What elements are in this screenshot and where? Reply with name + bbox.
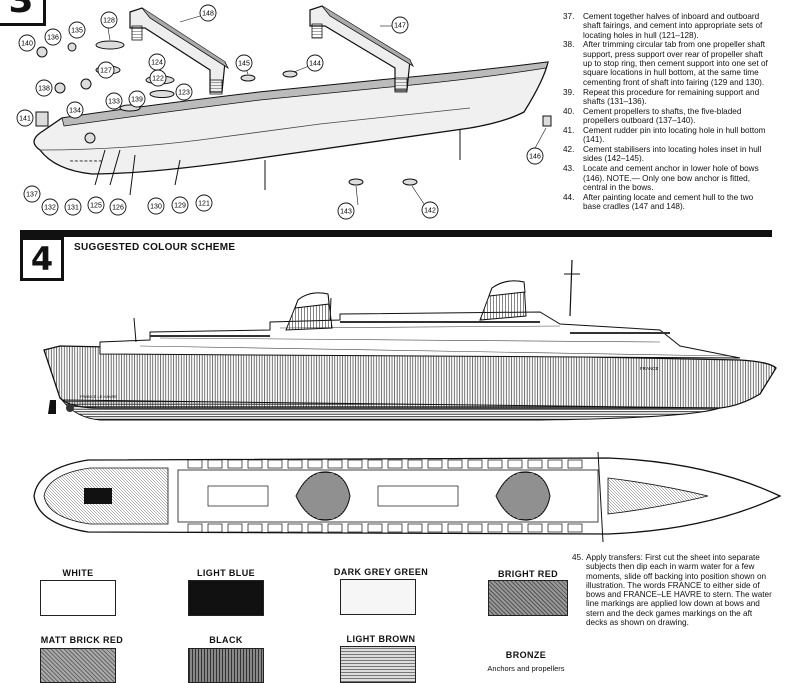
section-title: SUGGESTED COLOUR SCHEME	[74, 242, 236, 253]
colour-label-bright-red: BRIGHT RED	[498, 569, 558, 579]
cradle-147	[309, 5, 414, 93]
colour-swatch-white	[40, 580, 116, 616]
step-3-box: 3	[0, 0, 46, 26]
svg-text:142: 142	[424, 208, 436, 215]
colour-label-white: WHITE	[62, 568, 94, 578]
step-3-number: 3	[8, 0, 34, 21]
colour-label-dark-grey-green: DARK GREY GREEN	[333, 567, 429, 577]
bow-name-marking: FRANCE	[640, 366, 659, 371]
colour-swatch-light-blue	[188, 580, 264, 616]
svg-text:133: 133	[108, 99, 120, 106]
svg-text:132: 132	[44, 205, 56, 212]
svg-text:138: 138	[38, 86, 50, 93]
instruction-44: 44.After painting locate and cement hull…	[563, 192, 754, 212]
svg-text:131: 131	[67, 205, 79, 212]
svg-text:121: 121	[198, 201, 210, 208]
instruction-40: 40.Cement propellers to shafts, the five…	[563, 106, 742, 126]
colour-label-light-brown: LIGHT BROWN	[346, 634, 416, 644]
svg-text:148: 148	[202, 11, 214, 18]
svg-text:147: 147	[394, 23, 406, 30]
svg-text:128: 128	[103, 18, 115, 25]
svg-text:126: 126	[112, 205, 124, 212]
instruction-43: 43.Locate and cement anchor in lower hol…	[563, 164, 759, 192]
svg-text:140: 140	[21, 41, 33, 48]
colour-label-light-blue: LIGHT BLUE	[197, 568, 255, 578]
svg-text:136: 136	[47, 35, 59, 42]
colour-swatch-matt-brick-red	[40, 648, 116, 683]
instruction-42: 42.Cement stabilisers into locating hole…	[563, 145, 762, 164]
svg-text:135: 135	[71, 28, 83, 35]
colour-swatch-bright-red	[488, 580, 568, 616]
colour-label-black: BLACK	[209, 635, 243, 645]
colour-swatch-light-brown	[340, 646, 416, 683]
instruction-38: 38.After trimming circular tab from one …	[563, 40, 768, 87]
section-divider	[20, 230, 772, 237]
svg-text:129: 129	[174, 203, 186, 210]
instruction-41: 41.Cement rudder pin into locating hole …	[563, 125, 766, 145]
cradle-148	[129, 7, 230, 95]
colour-swatch-dark-grey-green	[340, 579, 416, 615]
svg-text:134: 134	[69, 108, 81, 115]
svg-text:139: 139	[131, 97, 143, 104]
step-4-box: 4	[20, 237, 64, 281]
svg-text:141: 141	[19, 116, 31, 123]
colour-label-matt-brick-red: MATT BRICK RED	[40, 635, 124, 645]
svg-text:124: 124	[151, 60, 163, 67]
svg-text:≈≈≈≈≈≈≈: ≈≈≈≈≈≈≈	[70, 159, 104, 165]
colour-label-bronze: BRONZE	[505, 650, 547, 660]
svg-text:122: 122	[152, 76, 164, 83]
svg-text:127: 127	[100, 68, 112, 75]
svg-text:146: 146	[529, 154, 541, 161]
colour-swatch-black	[188, 648, 264, 683]
instruction-45: 45. Apply transfers: First cut the sheet…	[572, 553, 772, 628]
bronze-usage-note: Anchors and propellers	[487, 664, 565, 673]
ship-plan-view	[33, 451, 782, 543]
svg-text:144: 144	[309, 61, 321, 68]
instruction-39: 39.Repeat this procedure for remaining s…	[563, 87, 760, 106]
svg-text:125: 125	[90, 203, 102, 210]
svg-text:143: 143	[340, 209, 352, 216]
svg-text:145: 145	[238, 61, 250, 68]
assembly-instructions: 37.Cement together halves of inboard and…	[563, 12, 773, 212]
svg-text:130: 130	[150, 204, 162, 211]
svg-text:137: 137	[26, 192, 38, 199]
ship-side-view: FRANCE FRANCE LE HAVRE	[43, 259, 777, 421]
hull-assembly-diagram: ≈≈≈≈≈≈≈	[16, 4, 552, 220]
step-4-number: 4	[30, 240, 54, 278]
instruction-37: 37.Cement together halves of inboard and…	[563, 12, 763, 40]
callouts: 128 148 147 140 136 135 124 145 144 138 …	[16, 4, 544, 220]
stern-name-marking: FRANCE LE HAVRE	[80, 394, 117, 399]
svg-text:123: 123	[178, 90, 190, 97]
